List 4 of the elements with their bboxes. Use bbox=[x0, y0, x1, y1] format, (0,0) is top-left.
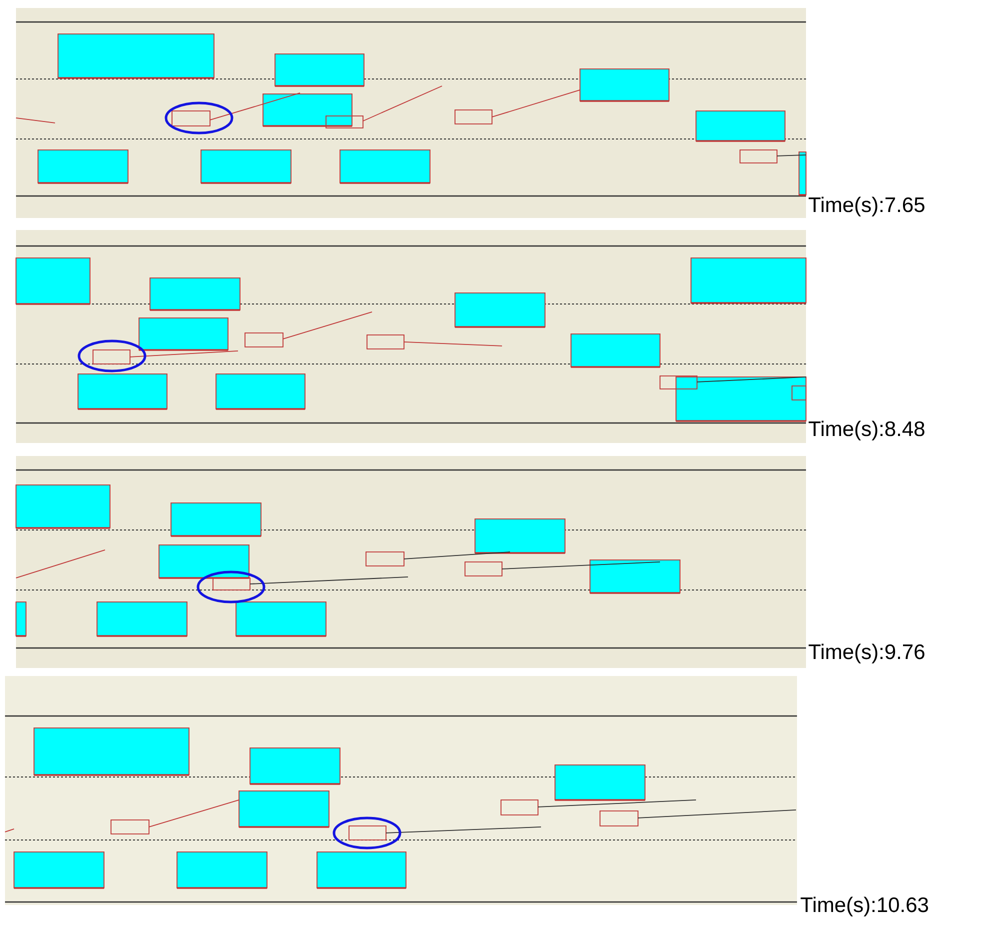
time-label: Time(s):7.65 bbox=[808, 196, 924, 216]
time-label: Time(s):9.76 bbox=[808, 644, 924, 664]
time-label: Time(s):8.48 bbox=[808, 420, 924, 440]
time-label: Time(s):10.63 bbox=[800, 896, 928, 916]
